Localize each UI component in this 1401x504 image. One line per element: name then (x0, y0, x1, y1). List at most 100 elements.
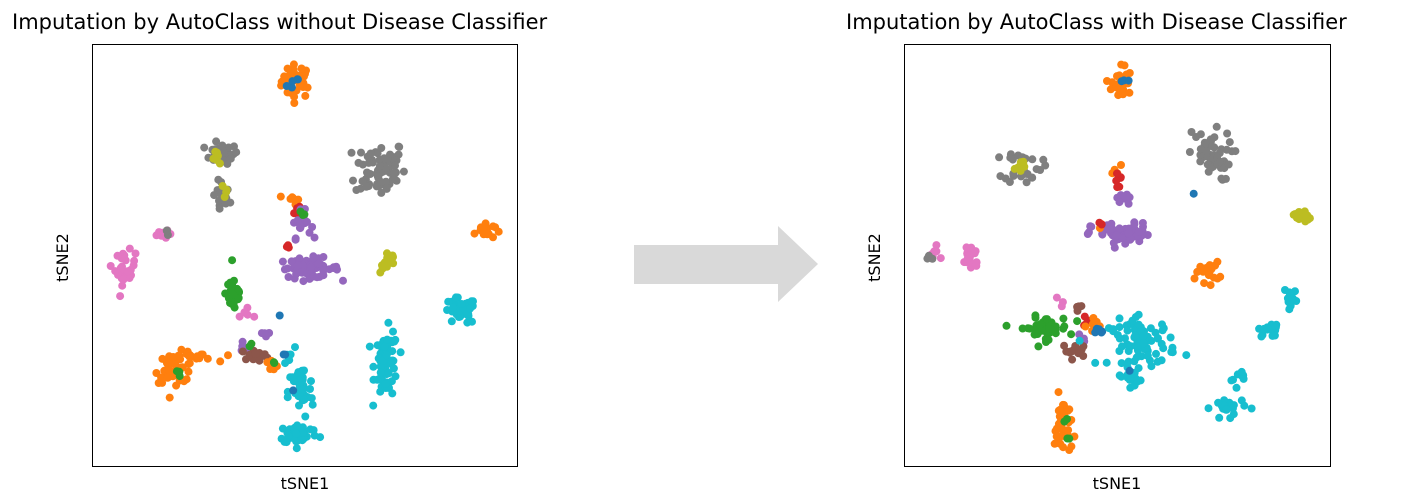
scatter-point (373, 149, 382, 158)
scatter-point (1157, 339, 1166, 348)
scatter-point (389, 169, 398, 178)
scatter-point (1117, 161, 1125, 169)
scatter-point (383, 335, 392, 344)
scatter-point (238, 347, 247, 356)
scatter-point (1295, 215, 1303, 224)
scatter-point (310, 233, 319, 242)
scatter-point (165, 393, 174, 402)
scatter-point (1125, 366, 1134, 375)
scatter-point (1054, 388, 1063, 397)
scatter-point (287, 257, 296, 266)
scatter-point (119, 275, 128, 284)
scatter-point (116, 292, 125, 301)
scatter-point (1187, 128, 1196, 136)
scatter-point (1073, 302, 1082, 311)
scatter-point (1196, 157, 1205, 166)
scatter-point (363, 168, 371, 177)
scatter-point (301, 412, 310, 421)
scatter-point (354, 158, 363, 167)
scatter-point (1268, 331, 1277, 340)
scatter-point (443, 306, 452, 314)
scatter-point (1067, 330, 1076, 339)
scatter-point (303, 83, 312, 92)
scatter-point (1005, 178, 1014, 186)
scatter-point (1196, 145, 1205, 154)
scatter-point (1247, 404, 1256, 413)
scatter-point (185, 359, 194, 368)
scatter-point (1002, 321, 1011, 330)
scatter-point (1092, 317, 1101, 326)
scatter-point (1204, 404, 1213, 413)
scatter-point (123, 267, 132, 276)
scatter-point (1103, 77, 1111, 85)
scatter-point (245, 342, 254, 351)
scatter-point (1228, 404, 1237, 413)
scatter-point (1216, 272, 1225, 281)
scatter-point (1125, 88, 1134, 97)
scatter-point (1222, 405, 1231, 414)
scatter-point (224, 143, 233, 152)
scatter-point (1214, 398, 1223, 407)
scatter-point (384, 369, 393, 378)
scatter-point (251, 349, 260, 358)
scatter-point (290, 99, 299, 107)
scatter-point (293, 421, 302, 430)
scatter-point (1081, 322, 1090, 331)
scatter-point (226, 154, 235, 163)
scatter-point (1257, 332, 1266, 341)
scatter-point (449, 303, 458, 312)
scatter-point (1117, 372, 1126, 381)
scatter-point (467, 297, 476, 306)
left-y-axis-label: tSNE2 (52, 233, 72, 282)
scatter-point (391, 372, 400, 381)
scatter-point (1130, 220, 1139, 229)
scatter-point (293, 261, 302, 270)
scatter-point (1221, 174, 1230, 183)
scatter-point (1185, 148, 1194, 156)
scatter-point (1019, 157, 1028, 166)
scatter-point (215, 204, 224, 213)
scatter-point (315, 259, 324, 268)
scatter-point (1166, 333, 1175, 342)
scatter-point (932, 241, 941, 250)
scatter-point (1143, 231, 1152, 239)
scatter-point (281, 359, 290, 368)
scatter-point (1051, 325, 1060, 334)
scatter-point (1052, 424, 1061, 433)
scatter-point (309, 254, 318, 263)
scatter-point (972, 261, 981, 270)
scatter-point (1226, 414, 1235, 423)
scatter-point (1112, 176, 1121, 185)
scatter-point (307, 394, 316, 403)
scatter-point (1083, 230, 1092, 238)
scatter-point (162, 359, 171, 367)
scatter-point (1263, 323, 1272, 332)
scatter-point (1032, 165, 1041, 174)
scatter-point (1044, 335, 1053, 344)
right-x-axis-label: tSNE1 (1092, 474, 1142, 493)
scatter-point (364, 158, 373, 167)
scatter-point (928, 254, 937, 263)
scatter-point (1154, 334, 1162, 343)
scatter-point (1086, 222, 1095, 231)
scatter-point (162, 226, 171, 235)
scatter-point (1115, 323, 1124, 332)
scatter-point (286, 70, 294, 79)
scatter-point (1045, 324, 1054, 333)
scatter-point (457, 300, 466, 308)
scatter-point (130, 256, 139, 265)
scatter-point (185, 352, 194, 361)
scatter-point (1095, 325, 1104, 334)
scatter-point (292, 270, 301, 279)
scatter-point (468, 317, 476, 326)
scatter-point (1204, 167, 1213, 176)
scatter-point (482, 229, 491, 238)
scatter-point (489, 222, 498, 231)
scatter-point (238, 337, 247, 346)
scatter-point (1064, 426, 1073, 435)
scatter-point (1128, 316, 1137, 325)
right-scatter-points (923, 60, 1314, 454)
scatter-point (1124, 229, 1133, 238)
scatter-point (303, 217, 311, 226)
scatter-point (1063, 434, 1072, 443)
